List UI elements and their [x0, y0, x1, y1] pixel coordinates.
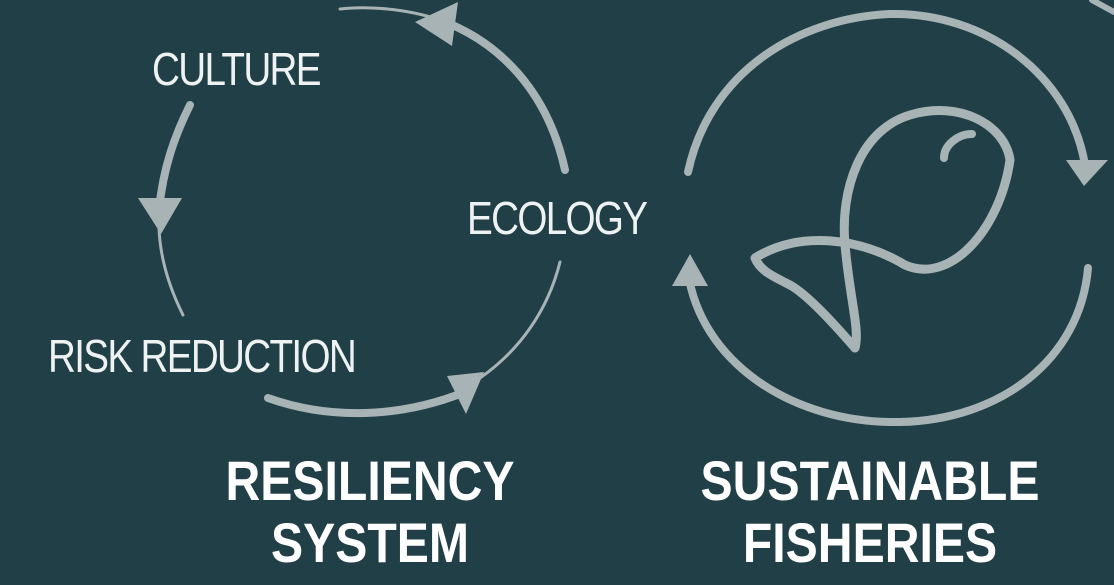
arrowhead-risk — [138, 198, 182, 234]
fish-icon — [750, 106, 1015, 353]
ecology-to-culture-arrow — [436, 16, 569, 174]
culture-to-risk-arrow — [155, 101, 194, 214]
fisheries-title-line2: FISHERIES — [742, 511, 998, 574]
arrowhead-ecology — [447, 372, 484, 414]
risk-reduction-label: RISK REDUCTION — [48, 330, 357, 382]
fisheries-cycle-bottom-arrow — [684, 264, 1092, 427]
ecology-label: ECOLOGY — [467, 192, 648, 244]
resiliency-title-line2: SYSTEM — [270, 511, 470, 574]
resiliency-title-line1: RESILIENCY — [225, 449, 515, 512]
fish-eye — [940, 130, 976, 162]
resiliency-system-title: RESILIENCY SYSTEM — [215, 450, 525, 574]
sustainable-fisheries-title: SUSTAINABLE FISHERIES — [698, 450, 1042, 574]
fisheries-cycle-top-arrow — [684, 9, 1089, 176]
culture-label: CULTURE — [152, 43, 322, 95]
arrowhead-fisheries-bottom — [672, 254, 708, 286]
fisheries-title-line1: SUSTAINABLE — [700, 449, 1040, 512]
arrowhead-culture — [415, 2, 458, 46]
risk-to-ecology-arrow — [264, 388, 469, 418]
arrowhead-fisheries-top — [1066, 160, 1108, 186]
